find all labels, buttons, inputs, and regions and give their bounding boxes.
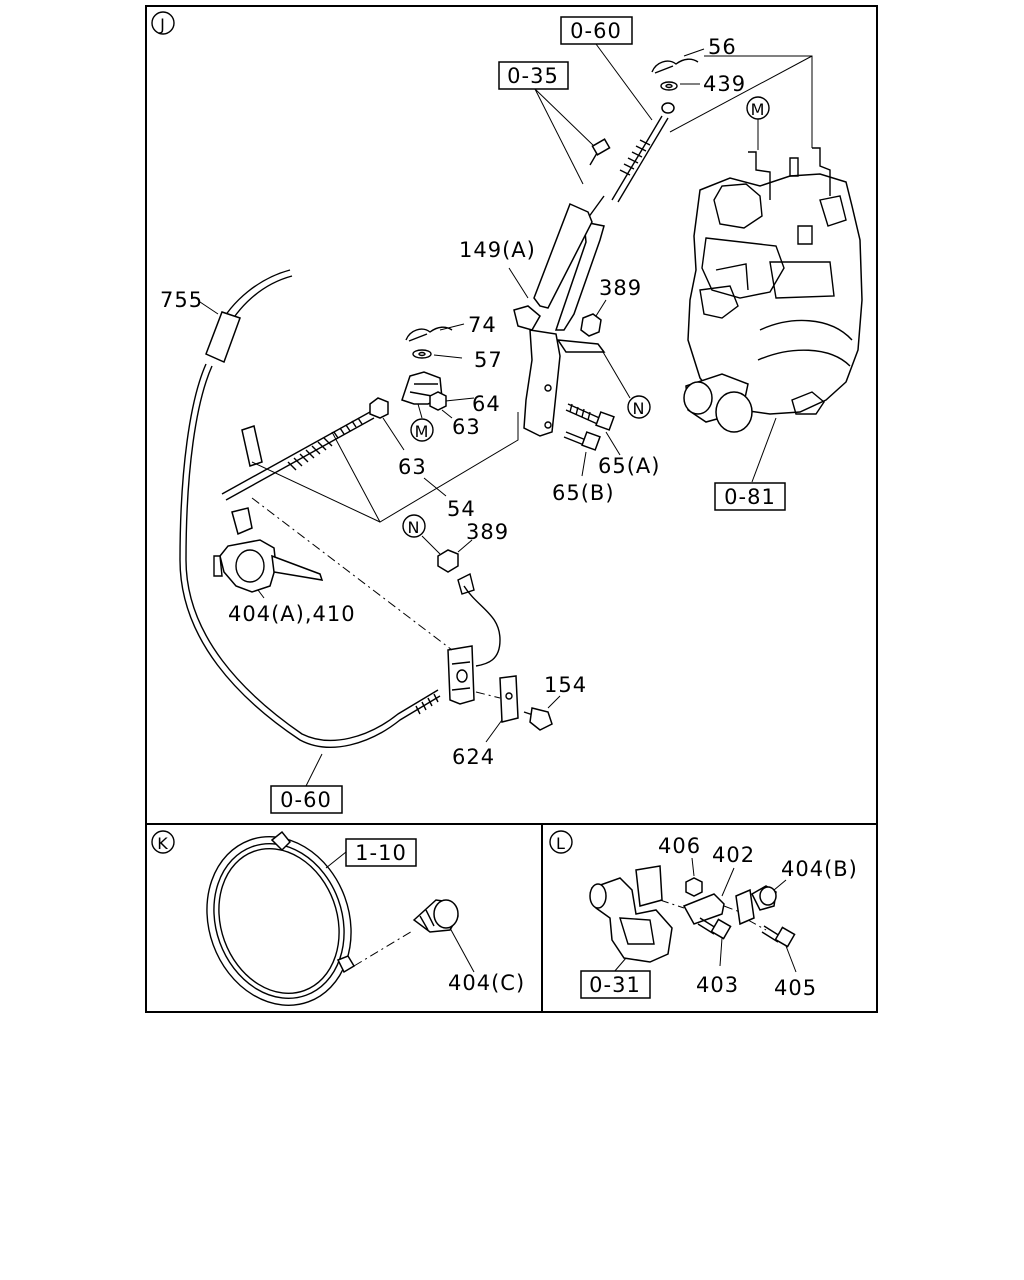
bracket-404a-410 — [213, 507, 324, 599]
label-149a: 149(A) — [459, 238, 536, 262]
label-389-lower: 389 — [466, 520, 509, 544]
cable-top-spring — [587, 102, 675, 219]
label-54: 54 — [447, 497, 476, 521]
svg-text:0-81: 0-81 — [724, 485, 776, 509]
bracket-404b — [723, 879, 787, 926]
nut-389-top — [580, 299, 607, 337]
panel-j-letter: J — [159, 15, 166, 34]
label-404c: 404(C) — [448, 971, 525, 995]
bracket-149a — [508, 202, 606, 437]
fan-shroud-ring — [206, 830, 356, 1006]
clip-74 — [405, 323, 465, 342]
injection-pump — [683, 147, 863, 483]
bolt-403 — [697, 917, 732, 967]
label-63-right: 63 — [452, 415, 481, 439]
label-402: 402 — [712, 843, 755, 867]
svg-text:0-60: 0-60 — [570, 19, 622, 43]
label-154: 154 — [544, 673, 587, 697]
marker-m-upper: M — [746, 96, 770, 150]
frame-outer — [145, 5, 878, 1013]
svg-text:0-60: 0-60 — [280, 788, 332, 812]
washer-439 — [660, 81, 700, 91]
label-65b: 65(B) — [552, 481, 615, 505]
ref-box-1-10: 1-10 — [325, 838, 417, 869]
marker-n-lower: N — [402, 514, 441, 555]
nut-63-right — [429, 391, 453, 419]
clip-56 — [651, 48, 705, 74]
label-439: 439 — [703, 72, 746, 96]
ref-box-0-35: 0-35 — [498, 61, 597, 185]
panel-k: K 1-10 404(C) — [151, 830, 525, 1006]
clip-404c — [353, 899, 475, 973]
svg-text:M: M — [415, 422, 430, 441]
ref-box-0-60-top: 0-60 — [560, 16, 653, 121]
plate-624 — [485, 675, 519, 743]
label-405: 405 — [774, 976, 817, 1000]
ref-box-0-60-bottom: 0-60 — [270, 753, 343, 814]
label-755: 755 — [160, 288, 203, 312]
label-404a-410: 404(A),410 — [228, 602, 356, 626]
panel-k-letter: K — [157, 834, 169, 853]
label-56: 56 — [708, 35, 737, 59]
bolt-0-35 — [589, 138, 611, 166]
label-403: 403 — [696, 973, 739, 997]
water-outlet — [589, 865, 673, 963]
svg-text:0-31: 0-31 — [589, 973, 641, 997]
svg-text:1-10: 1-10 — [355, 841, 407, 865]
nut-63-left — [369, 397, 405, 451]
ref-box-0-31: 0-31 — [580, 957, 651, 999]
label-389-top: 389 — [599, 276, 642, 300]
panel-l: L 0-31 406 402 403 — [549, 830, 858, 1000]
panel-l-letter: L — [556, 834, 566, 853]
leader-54 — [251, 412, 519, 523]
label-65a: 65(A) — [598, 454, 660, 478]
label-624: 624 — [452, 745, 495, 769]
cable-lower-spring — [221, 411, 375, 501]
marker-n-upper: N — [602, 351, 651, 419]
cable-755 — [179, 269, 441, 748]
svg-text:M: M — [751, 100, 766, 119]
label-64: 64 — [472, 392, 501, 416]
bolt-65a — [565, 403, 621, 456]
nut-389-lower — [437, 539, 473, 573]
bolt-405 — [747, 919, 797, 973]
bolt-154 — [523, 695, 561, 731]
bolt-65b — [563, 431, 601, 477]
bracket-402 — [659, 867, 735, 925]
ref-box-0-81: 0-81 — [714, 482, 786, 511]
label-74: 74 — [468, 313, 497, 337]
washer-57 — [412, 349, 463, 359]
nut-406 — [685, 857, 703, 897]
label-57: 57 — [474, 348, 503, 372]
panel-j: J 0-60 0-35 56 439 — [151, 11, 863, 814]
cable-holder — [251, 497, 501, 705]
svg-text:0-35: 0-35 — [507, 64, 559, 88]
label-404b: 404(B) — [781, 857, 858, 881]
svg-text:N: N — [408, 518, 421, 537]
label-63-left: 63 — [398, 455, 427, 479]
svg-text:N: N — [633, 399, 646, 418]
label-406: 406 — [658, 834, 701, 858]
marker-m-lower: M — [410, 403, 434, 442]
